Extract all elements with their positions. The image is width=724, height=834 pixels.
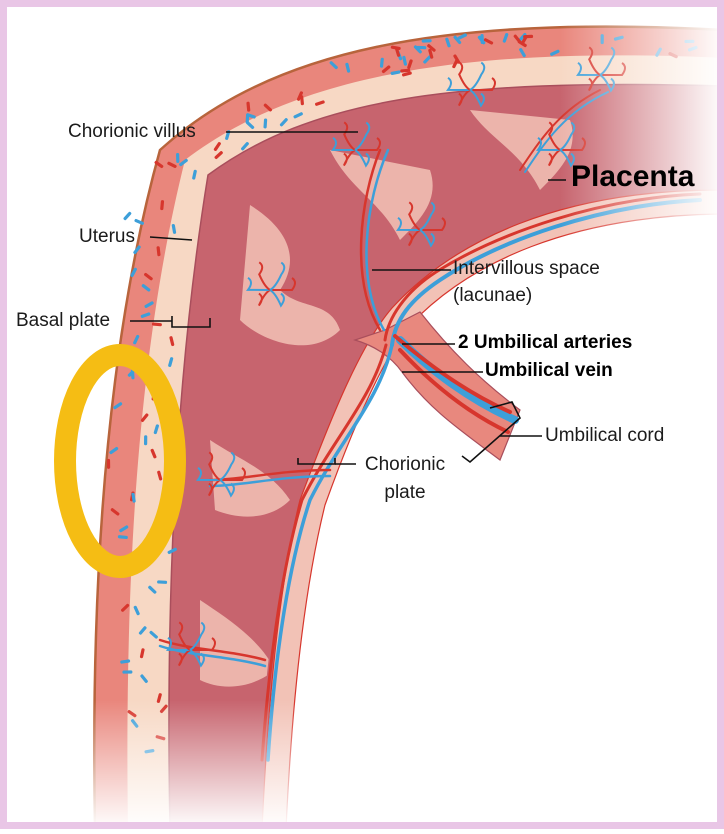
label-plate: plate	[360, 482, 450, 504]
label-intervillous-space: Intervillous space	[453, 258, 600, 280]
wall-vessel	[422, 39, 432, 43]
label-chorionic-villus: Chorionic villus	[68, 121, 196, 143]
label-umbilical-cord: Umbilical cord	[545, 425, 664, 447]
wall-vessel	[416, 46, 426, 50]
wall-vessel	[176, 153, 179, 163]
label-chorionic: Chorionic	[360, 454, 450, 476]
wall-vessel	[263, 118, 267, 128]
wall-vessel	[480, 34, 483, 44]
label-placenta: Placenta	[571, 160, 694, 194]
label-umbilical-vein: Umbilical vein	[485, 360, 613, 382]
label-uterus: Uterus	[79, 226, 135, 248]
wall-vessel	[122, 670, 132, 673]
label-umbilical-arteries: 2 Umbilical arteries	[458, 332, 632, 354]
wall-vessel	[157, 580, 167, 584]
wall-vessel	[144, 435, 147, 445]
label-basal-plate: Basal plate	[16, 310, 110, 332]
wall-vessel	[123, 211, 132, 221]
wall-vessel	[107, 459, 110, 469]
label-lacunae: (lacunae)	[453, 285, 532, 307]
